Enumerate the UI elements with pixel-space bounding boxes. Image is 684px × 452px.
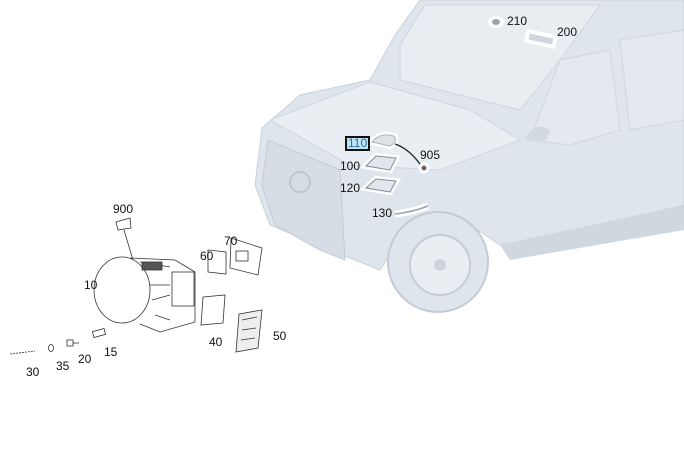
callout-905[interactable]: 905 (420, 148, 441, 162)
callout-70[interactable]: 70 (224, 234, 238, 248)
callout-20[interactable]: 20 (78, 352, 92, 366)
callout-35[interactable]: 35 (56, 359, 70, 373)
callout-130[interactable]: 130 (372, 206, 393, 220)
vehicle-body (254, 0, 684, 313)
callout-40[interactable]: 40 (209, 335, 223, 349)
callout-60[interactable]: 60 (200, 249, 214, 263)
callout-50[interactable]: 50 (273, 329, 287, 343)
callout-10[interactable]: 10 (84, 278, 98, 292)
callout-100[interactable]: 100 (340, 159, 361, 173)
callout-210[interactable]: 210 (507, 14, 528, 28)
callout-900[interactable]: 900 (113, 202, 134, 216)
callout-200[interactable]: 200 (557, 25, 578, 39)
vehicle-parts (359, 16, 559, 218)
callout-110-selected[interactable]: 110 (345, 136, 371, 151)
headlamp-parts (9, 217, 263, 355)
callout-120[interactable]: 120 (340, 181, 361, 195)
callout-15[interactable]: 15 (104, 345, 118, 359)
callout-30[interactable]: 30 (26, 365, 40, 379)
